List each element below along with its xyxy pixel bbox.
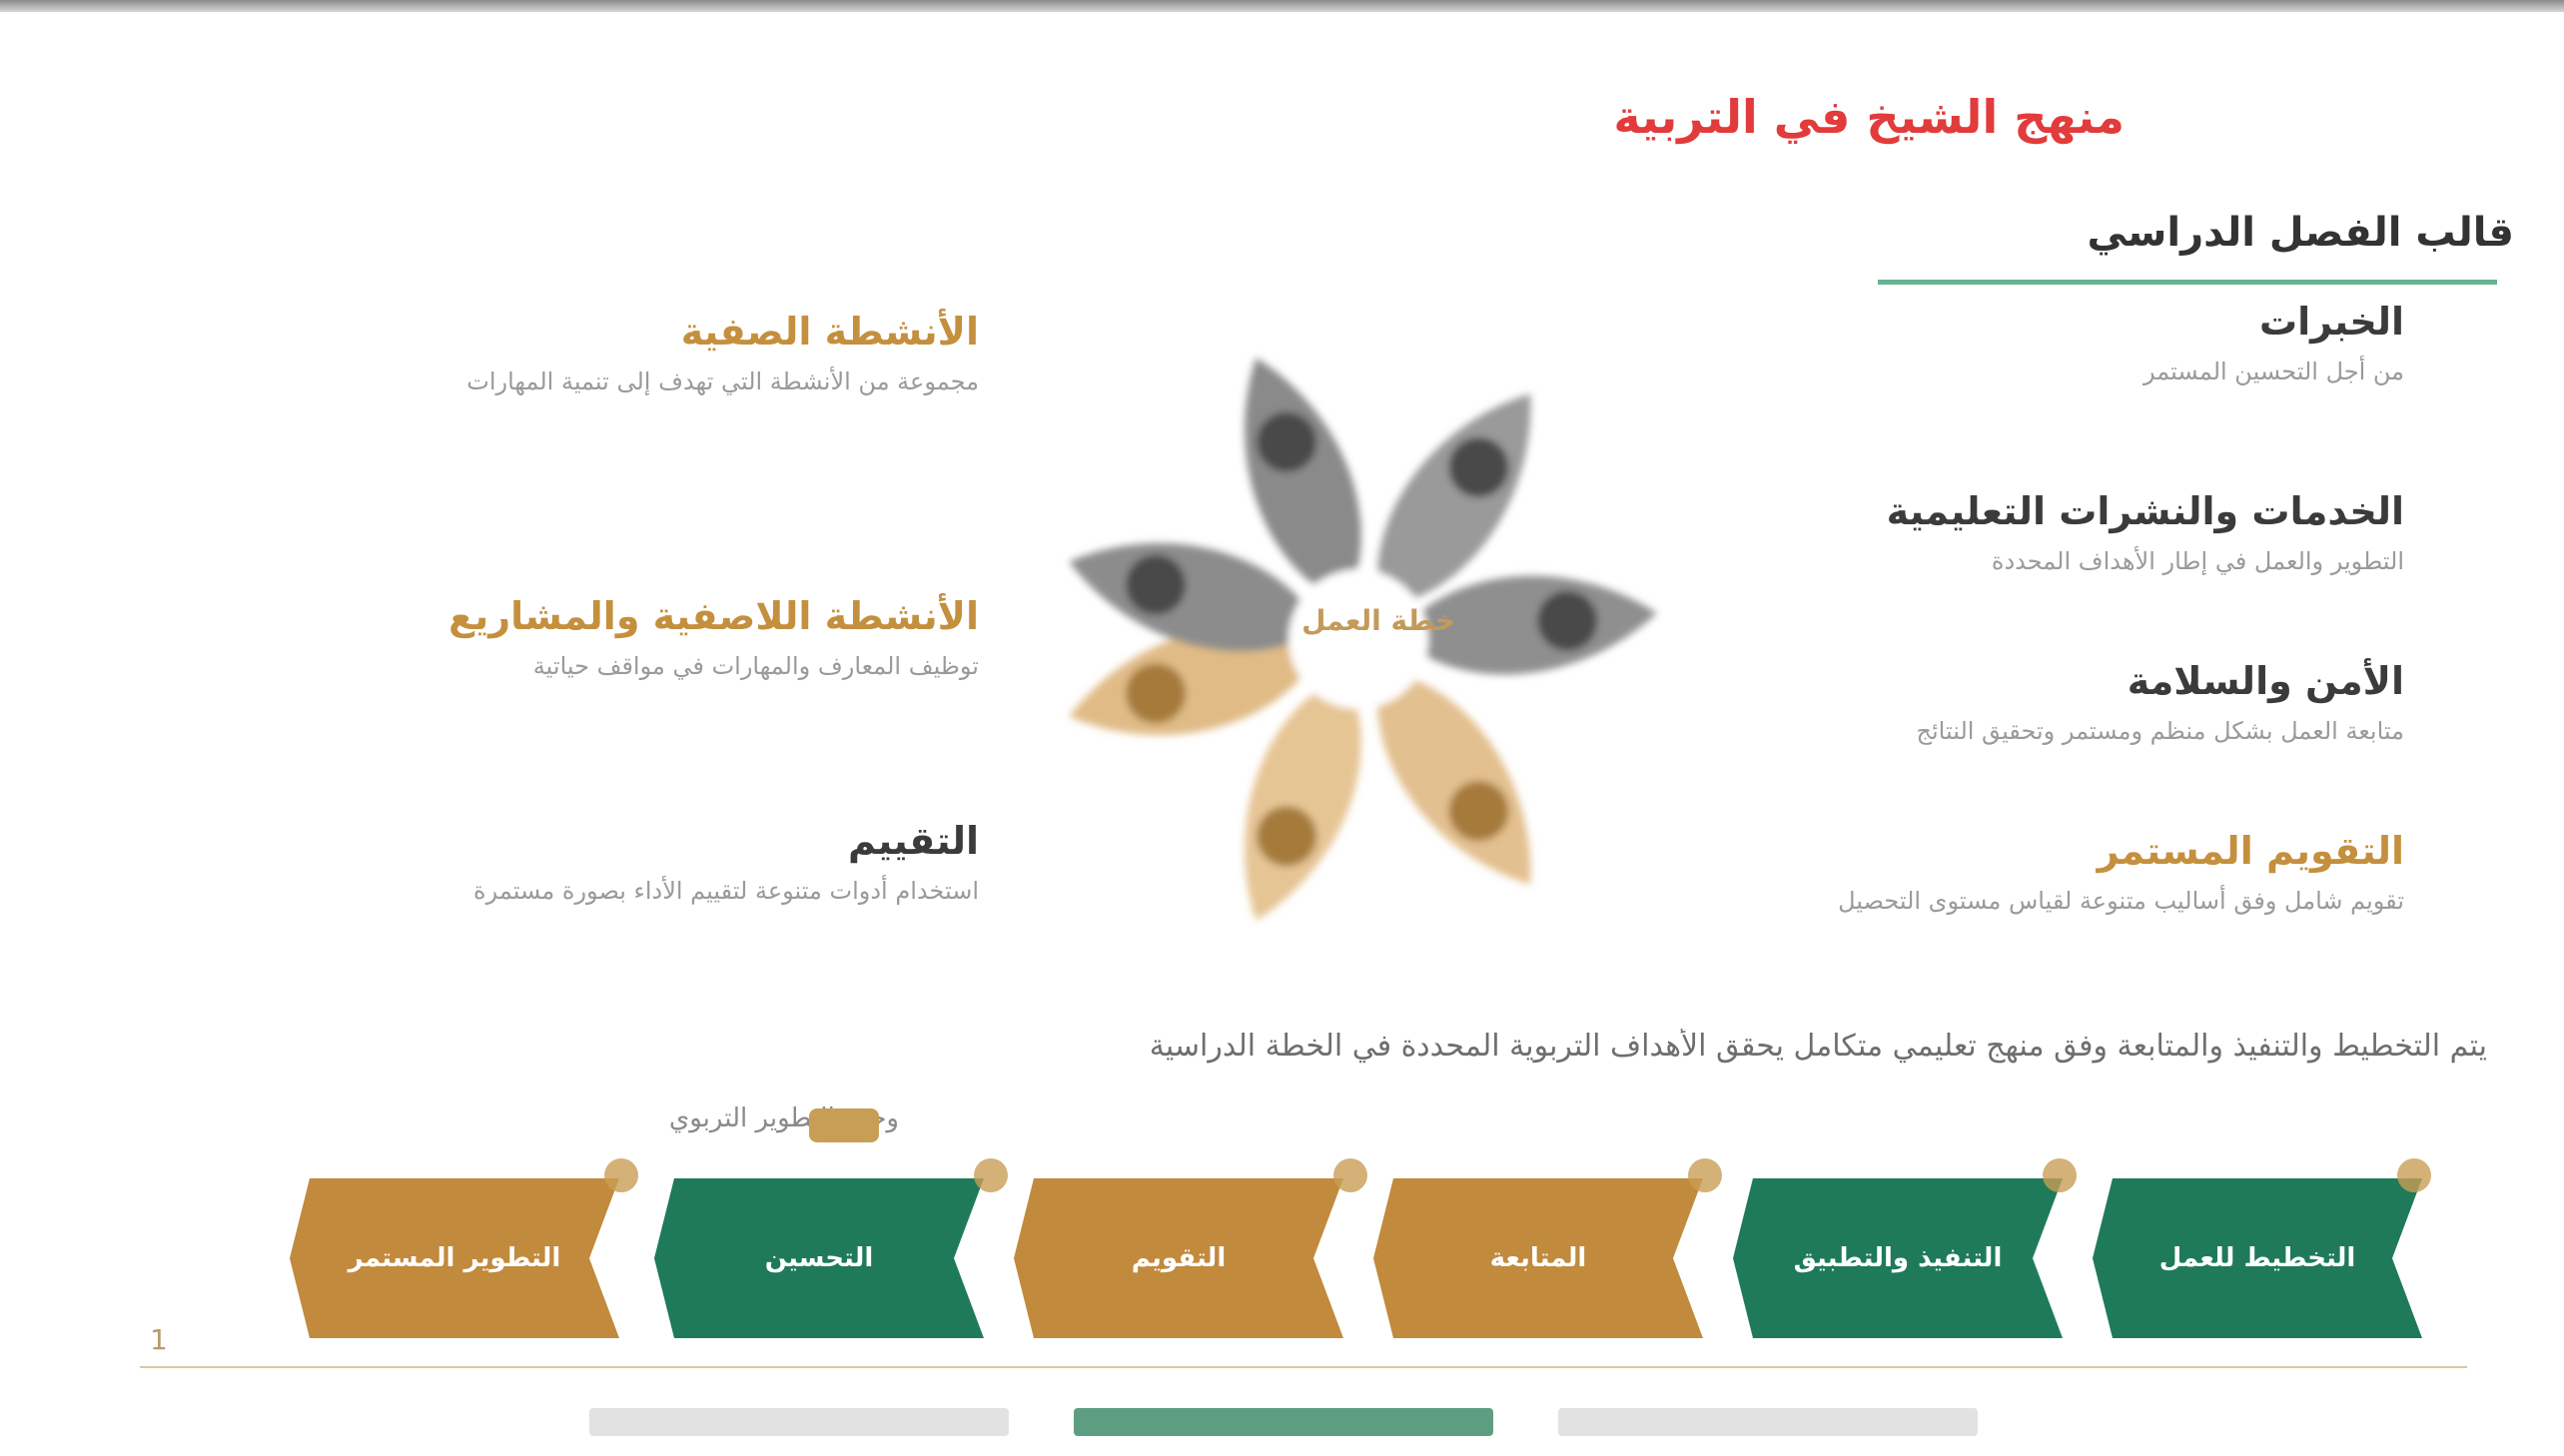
right-item-body: تقويم شامل وفق أساليب متنوعة لقياس مستوى… (1838, 887, 2404, 915)
ribbon-dot (1688, 1158, 1722, 1192)
left-item-heading: التقييم (848, 819, 979, 863)
summary-line: يتم التخطيط والتنفيذ والمتابعة وفق منهج … (1149, 1029, 2487, 1064)
right-item-heading: الخدمات والنشرات التعليمية (1886, 489, 2404, 533)
ribbon-dot (1333, 1158, 1367, 1192)
bottom-rule (140, 1366, 2467, 1368)
right-item-1: الخبرات من أجل التحسين المستمر (1825, 300, 2404, 389)
right-item-body: من أجل التحسين المستمر (2143, 358, 2404, 385)
ribbon-dot (2397, 1158, 2431, 1192)
window-top-shadow (0, 0, 2564, 12)
ribbon-label: المتابعة (1489, 1243, 1587, 1273)
left-item-1: الأنشطة الصفية مجموعة من الأنشطة التي ته… (350, 310, 979, 399)
ribbon-5: التحسين (654, 1178, 984, 1338)
footer-bar-left (589, 1408, 1009, 1436)
ribbon-dot (604, 1158, 638, 1192)
intro-heading: قالب الفصل الدراسي (2087, 210, 2514, 256)
ribbon-label: التطوير المستمر (348, 1243, 561, 1273)
left-item-3: التقييم استخدام أدوات متنوعة لتقييم الأد… (350, 819, 979, 909)
ribbon-1: التخطيط للعمل (2093, 1178, 2422, 1338)
right-item-4: التقويم المستمر تقويم شامل وفق أساليب مت… (1825, 829, 2404, 919)
ribbon-label: التقويم (1131, 1243, 1227, 1273)
pinwheel-petals-icon (1069, 358, 1657, 921)
left-item-body: مجموعة من الأنشطة التي تهدف إلى تنمية ال… (466, 367, 979, 395)
ribbon-label: التخطيط للعمل (2158, 1243, 2356, 1273)
page-title: منهج الشيخ في التربية (1613, 90, 2125, 144)
right-item-heading: التقويم المستمر (2097, 829, 2404, 873)
left-item-body: توظيف المعارف والمهارات في مواقف حياتية (532, 652, 979, 680)
ribbon-2: التنفيذ والتطبيق (1733, 1178, 2063, 1338)
ribbon-3: المتابعة (1373, 1178, 1703, 1338)
ribbon-label: التحسين (764, 1243, 874, 1273)
intro-underline (1878, 280, 2497, 285)
left-item-body: استخدام أدوات متنوعة لتقييم الأداء بصورة… (473, 877, 979, 905)
ribbon-4: التقويم (1014, 1178, 1343, 1338)
right-item-2: الخدمات والنشرات التعليمية التطوير والعم… (1825, 489, 2404, 579)
left-item-heading: الأنشطة اللاصفية والمشاريع (448, 594, 979, 638)
footer-bar-right (1558, 1408, 1978, 1436)
right-item-heading: الخبرات (2258, 300, 2404, 344)
left-item-heading: الأنشطة الصفية (680, 310, 979, 354)
ribbon-dot (2043, 1158, 2077, 1192)
summary-badge (809, 1108, 879, 1142)
ribbon-dot (974, 1158, 1008, 1192)
right-item-3: الأمن والسلامة متابعة العمل بشكل منظم وم… (1825, 659, 2404, 749)
ribbon-6: التطوير المستمر (290, 1178, 619, 1338)
right-item-heading: الأمن والسلامة (2127, 659, 2404, 703)
right-item-body: متابعة العمل بشكل منظم ومستمر وتحقيق الن… (1916, 717, 2404, 745)
right-item-body: التطوير والعمل في إطار الأهداف المحددة (1991, 547, 2404, 575)
ribbon-label: التنفيذ والتطبيق (1793, 1243, 2003, 1273)
page-number: 1 (150, 1323, 168, 1356)
left-item-2: الأنشطة اللاصفية والمشاريع توظيف المعارف… (350, 594, 979, 684)
footer-bar-center (1074, 1408, 1493, 1436)
center-label: خطة العمل (1301, 604, 1455, 637)
